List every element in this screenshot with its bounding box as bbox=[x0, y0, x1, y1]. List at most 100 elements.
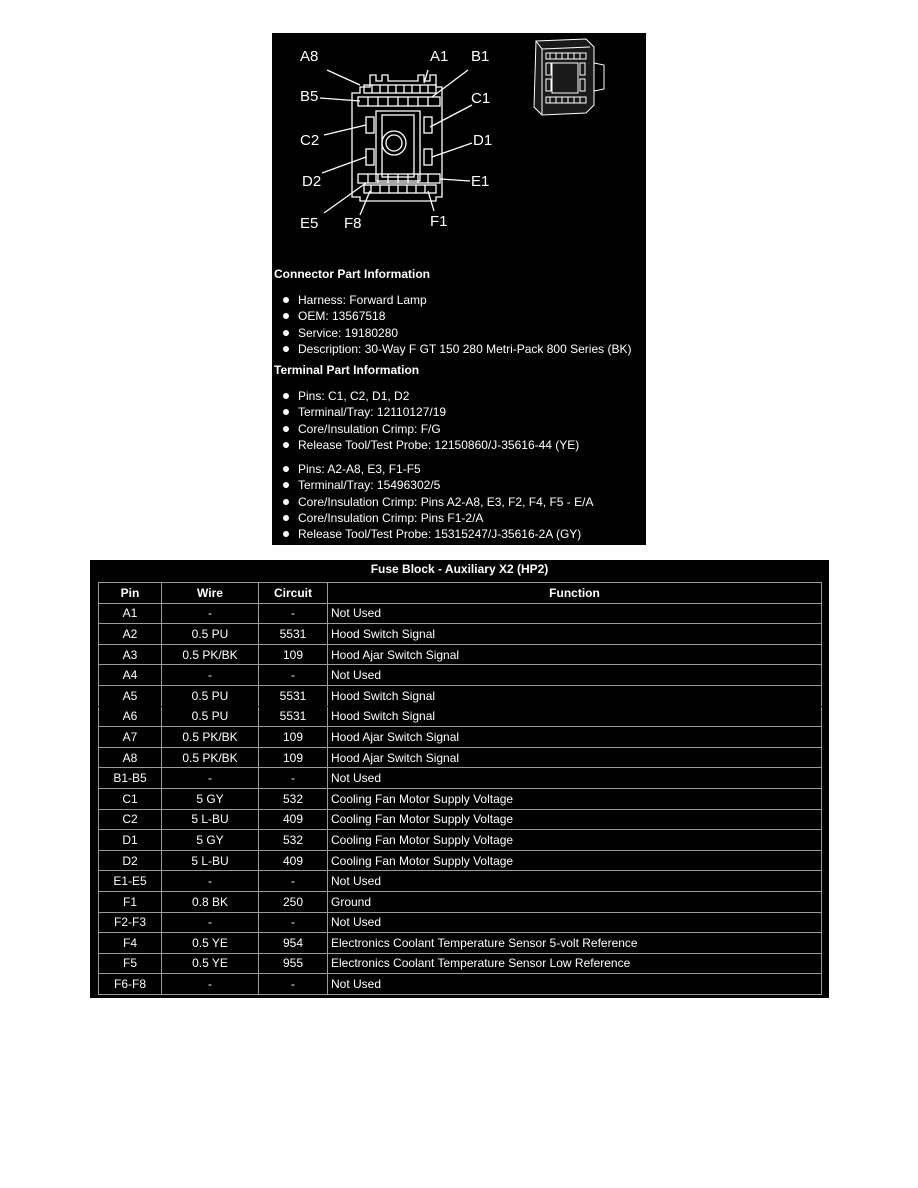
cell-circuit: - bbox=[258, 664, 328, 686]
pin-label-e5: E5 bbox=[300, 215, 318, 232]
cell-function: Cooling Fan Motor Supply Voltage bbox=[327, 849, 822, 872]
pin-label-b5: B5 bbox=[300, 88, 318, 105]
cell-circuit: 5531 bbox=[258, 684, 328, 707]
pin-label-c1: C1 bbox=[471, 90, 490, 107]
cell-wire: - bbox=[161, 602, 259, 625]
cell-function: Not Used bbox=[327, 664, 822, 686]
cell-wire: 5 L-BU bbox=[161, 849, 259, 872]
cell-pin: D1 bbox=[98, 829, 162, 851]
pin-label-c2: C2 bbox=[300, 132, 319, 149]
cell-circuit: 954 bbox=[258, 932, 328, 954]
list-item: Release Tool/Test Probe: 15315247/J-3561… bbox=[282, 526, 593, 542]
cell-circuit: - bbox=[258, 602, 328, 625]
cell-circuit: 250 bbox=[258, 890, 328, 913]
table-row: A1--Not Used bbox=[98, 602, 822, 625]
list-item: Core/Insulation Crimp: Pins F1-2/A bbox=[282, 510, 593, 526]
list-item: Pins: A2-A8, E3, F1-F5 bbox=[282, 461, 593, 477]
pin-label-f1: F1 bbox=[430, 213, 448, 230]
list-item: Terminal/Tray: 15496302/5 bbox=[282, 477, 593, 493]
pinout-table-panel: Fuse Block - Auxiliary X2 (HP2) Pin Wire… bbox=[90, 560, 829, 998]
cell-pin: B1-B5 bbox=[98, 767, 162, 789]
cell-pin: F6-F8 bbox=[98, 973, 162, 995]
table-row: F2-F3--Not Used bbox=[98, 911, 822, 934]
connector-panel: A8 A1 B1 B5 C1 C2 D1 D2 E1 E5 F8 F1 bbox=[272, 33, 646, 545]
cell-circuit: 109 bbox=[258, 643, 328, 666]
cell-pin: F2-F3 bbox=[98, 911, 162, 934]
cell-pin: A6 bbox=[98, 705, 162, 728]
header-circuit: Circuit bbox=[258, 582, 328, 604]
cell-circuit: 955 bbox=[258, 952, 328, 975]
connector-thumbnail bbox=[533, 38, 605, 116]
cell-function: Not Used bbox=[327, 911, 822, 934]
table-row: F6-F8--Not Used bbox=[98, 973, 822, 995]
cell-circuit: 409 bbox=[258, 808, 328, 831]
connector-diagram: A8 A1 B1 B5 C1 C2 D1 D2 E1 E5 F8 F1 bbox=[300, 38, 605, 232]
table-row: B1-B5--Not Used bbox=[98, 767, 822, 789]
cell-function: Electronics Coolant Temperature Sensor L… bbox=[327, 952, 822, 975]
cell-wire: 0.5 PU bbox=[161, 705, 259, 728]
cell-pin: A4 bbox=[98, 664, 162, 686]
cell-function: Not Used bbox=[327, 767, 822, 789]
cell-wire: 5 L-BU bbox=[161, 808, 259, 831]
cell-circuit: 532 bbox=[258, 829, 328, 851]
list-item: OEM: 13567518 bbox=[282, 308, 631, 324]
cell-pin: A3 bbox=[98, 643, 162, 666]
cell-circuit: - bbox=[258, 973, 328, 995]
header-wire: Wire bbox=[161, 582, 259, 604]
pin-label-f8: F8 bbox=[344, 215, 362, 232]
cell-function: Hood Switch Signal bbox=[327, 623, 822, 645]
list-item: Core/Insulation Crimp: F/G bbox=[282, 421, 579, 437]
cell-wire: 0.5 YE bbox=[161, 952, 259, 975]
cell-function: Hood Ajar Switch Signal bbox=[327, 746, 822, 769]
pin-label-a8: A8 bbox=[300, 48, 318, 65]
cell-pin: A7 bbox=[98, 726, 162, 748]
pin-label-d2: D2 bbox=[302, 173, 321, 190]
header-function: Function bbox=[327, 582, 822, 604]
cell-pin: C2 bbox=[98, 808, 162, 831]
cell-pin: A2 bbox=[98, 623, 162, 645]
cell-wire: 0.5 PU bbox=[161, 623, 259, 645]
cell-wire: 5 GY bbox=[161, 787, 259, 810]
cell-pin: C1 bbox=[98, 787, 162, 810]
cell-pin: E1-E5 bbox=[98, 870, 162, 892]
cell-function: Ground bbox=[327, 890, 822, 913]
cell-pin: A1 bbox=[98, 602, 162, 625]
header-pin: Pin bbox=[98, 582, 162, 604]
cell-wire: 0.5 PK/BK bbox=[161, 643, 259, 666]
cell-wire: 0.5 PK/BK bbox=[161, 726, 259, 748]
cell-circuit: 532 bbox=[258, 787, 328, 810]
list-item: Service: 19180280 bbox=[282, 325, 631, 341]
cell-wire: - bbox=[161, 664, 259, 686]
table-row: A4--Not Used bbox=[98, 664, 822, 686]
terminal-info-title: Terminal Part Information bbox=[274, 363, 420, 377]
list-item: Terminal/Tray: 12110127/19 bbox=[282, 404, 579, 420]
cell-circuit: 5531 bbox=[258, 705, 328, 728]
cell-pin: F5 bbox=[98, 952, 162, 975]
cell-pin: A5 bbox=[98, 684, 162, 707]
cell-wire: - bbox=[161, 870, 259, 892]
cell-function: Electronics Coolant Temperature Sensor 5… bbox=[327, 932, 822, 954]
pin-label-d1: D1 bbox=[473, 132, 492, 149]
cell-wire: - bbox=[161, 767, 259, 789]
cell-circuit: - bbox=[258, 767, 328, 789]
cell-function: Hood Ajar Switch Signal bbox=[327, 726, 822, 748]
list-item: Harness: Forward Lamp bbox=[282, 292, 631, 308]
cell-function: Cooling Fan Motor Supply Voltage bbox=[327, 787, 822, 810]
cell-function: Hood Ajar Switch Signal bbox=[327, 643, 822, 666]
terminal-info-list-1: Pins: C1, C2, D1, D2 Terminal/Tray: 1211… bbox=[282, 388, 579, 453]
cell-function: Cooling Fan Motor Supply Voltage bbox=[327, 808, 822, 831]
table-header-row: Pin Wire Circuit Function bbox=[98, 582, 822, 604]
cell-wire: 0.5 PU bbox=[161, 684, 259, 707]
terminal-info-list-2: Pins: A2-A8, E3, F1-F5 Terminal/Tray: 15… bbox=[282, 461, 593, 542]
